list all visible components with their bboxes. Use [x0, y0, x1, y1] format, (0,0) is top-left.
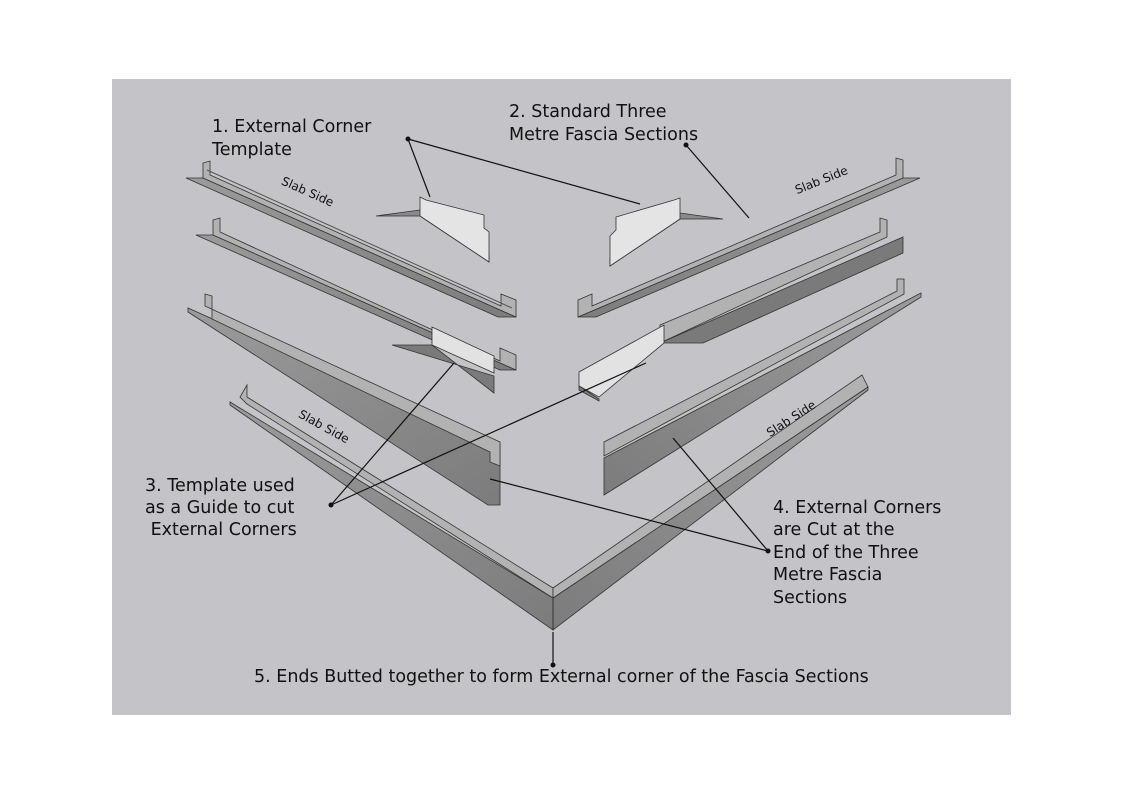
- label-guide-line-2: as a Guide to cut: [145, 498, 295, 518]
- label-standard-line-1: 2. Standard Three: [509, 102, 667, 122]
- label-standard-line-2: Metre Fascia Sections: [509, 125, 699, 145]
- leader-lines: [330, 138, 769, 665]
- left-fascia-section-2: [195, 217, 517, 394]
- right-fascia-section-2: [578, 217, 904, 402]
- external-corner-template-right: [609, 197, 724, 267]
- label-cut-line-1: 4. External Corners: [773, 498, 942, 518]
- label-butted: 5. Ends Butted together to form External…: [254, 667, 869, 687]
- label-cut-line-5: Sections: [773, 588, 848, 608]
- label-cut-line-3: End of the Three: [773, 543, 919, 563]
- left-fascia-section-3: [187, 293, 501, 506]
- label-guide-line-1: 3. Template used: [145, 476, 295, 496]
- label-template-line-2: Template: [212, 140, 292, 160]
- leader-dots: [328, 136, 771, 668]
- right-fascia-section-3: [603, 278, 922, 496]
- label-cut-line-2: are Cut at the: [773, 520, 895, 540]
- butted-external-corner: [229, 374, 869, 631]
- label-template-line-1: 1. External Corner: [212, 117, 372, 137]
- left-fascia-section-1: [185, 160, 517, 318]
- label-cut-line-4: Metre Fascia: [773, 565, 883, 585]
- external-corner-template-left: [375, 196, 490, 263]
- right-fascia-section-1: [577, 157, 921, 318]
- label-guide-line-3: External Corners: [145, 520, 297, 540]
